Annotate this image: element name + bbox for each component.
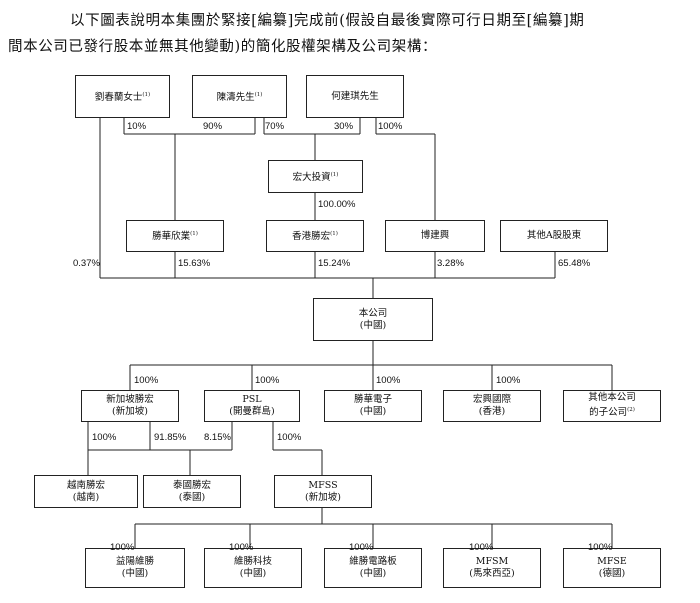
bojianxing-box: 博建興 — [385, 220, 485, 252]
th-shenghong-jurisdiction: (泰國) — [178, 491, 206, 503]
weisheng-pcb-box: 維勝電路板 (中國) — [324, 548, 422, 588]
mfsm-jurisdiction: (馬來西亞) — [469, 568, 515, 579]
pct-company-shenghua-elec: 100% — [376, 375, 401, 386]
vn-shenghong-name: 越南勝宏 — [66, 479, 105, 491]
owner-liu-name: 劉春蘭女士 — [94, 92, 143, 104]
th-shenghong-box: 泰國勝宏 (泰國) — [143, 475, 241, 508]
shenghua-name: 勝華欣業 — [152, 231, 191, 243]
pct-liu-shenghua: 10% — [127, 121, 147, 132]
other-a-name: 其他A股股東 — [526, 230, 582, 241]
bojianxing-name: 博建興 — [420, 230, 450, 241]
pct-he-hongda: 30% — [334, 121, 354, 132]
psl-jurisdiction: (開曼群島) — [229, 406, 275, 417]
mfsm-box: MFSM (馬來西亞) — [443, 548, 541, 588]
vn-shenghong-box: 越南勝宏 (越南) — [34, 475, 138, 508]
pct-mfss-yiyang: 100% — [110, 542, 135, 553]
pct-chen-hongda: 70% — [265, 121, 285, 132]
other-sub-box: 其他本公司 的子公司(2) — [563, 390, 661, 422]
hongxing-jurisdiction: (香港) — [478, 406, 506, 417]
hongda-note: (1) — [330, 171, 339, 178]
yiyang-box: 益陽維勝 (中國) — [85, 548, 185, 588]
pct-liu-company: 0.37% — [73, 258, 100, 269]
mfss-jurisdiction: (新加坡) — [305, 491, 341, 503]
intro-paragraph: 以下圖表說明本集團於緊接[編纂]完成前(假設自最後實際可行日期至[編纂]期 間本… — [8, 8, 690, 60]
shenghua-box: 勝華欣業(1) — [126, 220, 224, 252]
pct-shenghua-company: 15.63% — [178, 258, 211, 269]
other-a-box: 其他A股股東 — [500, 220, 608, 252]
sg-shenghong-jurisdiction: (新加坡) — [112, 406, 148, 417]
weisheng-pcb-jurisdiction: (中國) — [359, 568, 387, 579]
weisheng-pcb-name: 維勝電路板 — [349, 556, 397, 567]
owner-liu-box: 劉春蘭女士(1) — [75, 75, 170, 118]
other-sub-line1: 其他本公司 — [588, 392, 636, 404]
psl-box: PSL (開曼群島) — [204, 390, 300, 422]
pct-sg-th: 91.85% — [154, 432, 187, 443]
shenghua-elec-box: 勝華電子 (中國) — [324, 390, 422, 422]
pct-company-psl: 100% — [255, 375, 280, 386]
owner-liu-note: (1) — [142, 91, 151, 98]
owner-he-name: 何建琪先生 — [331, 90, 379, 102]
company-name: 本公司 — [358, 307, 388, 319]
hongxing-box: 宏興國際 (香港) — [443, 390, 541, 422]
pct-psl-mfss: 100% — [277, 432, 302, 443]
mfse-jurisdiction: (德國) — [598, 568, 626, 579]
weisheng-tech-name: 維勝科技 — [233, 556, 272, 567]
hk-shenghong-box: 香港勝宏(1) — [266, 220, 364, 252]
hongda-box: 宏大投資(1) — [268, 160, 363, 193]
intro-line-1: 以下圖表說明本集團於緊接[編纂]完成前(假設自最後實際可行日期至[編纂]期 — [70, 13, 585, 29]
vn-shenghong-jurisdiction: (越南) — [72, 491, 100, 503]
weisheng-tech-jurisdiction: (中國) — [239, 568, 267, 579]
pct-company-sg: 100% — [134, 375, 159, 386]
hongda-name: 宏大投資 — [292, 172, 331, 184]
mfse-box: MFSE (德國) — [563, 548, 661, 588]
owner-chen-name: 陳濤先生 — [216, 92, 255, 104]
owner-chen-box: 陳濤先生(1) — [192, 75, 287, 118]
pct-chen-shenghua: 90% — [203, 121, 223, 132]
hongxing-name: 宏興國際 — [472, 394, 511, 405]
mfsm-name: MFSM — [475, 556, 509, 567]
pct-other-a-company: 65.48% — [558, 258, 591, 269]
shenghua-elec-jurisdiction: (中國) — [359, 406, 387, 417]
pct-psl-th: 8.15% — [204, 432, 231, 443]
yiyang-name: 益陽維勝 — [115, 556, 154, 567]
pct-mfss-pcb: 100% — [349, 542, 374, 553]
owner-he-box: 何建琪先生 — [306, 75, 404, 118]
weisheng-tech-box: 維勝科技 (中國) — [204, 548, 302, 588]
shenghua-elec-name: 勝華電子 — [353, 394, 392, 405]
yiyang-jurisdiction: (中國) — [121, 568, 149, 579]
pct-hk-company: 15.24% — [318, 258, 351, 269]
mfss-name: MFSS — [308, 479, 338, 491]
pct-bojianxing-company: 3.28% — [437, 258, 464, 269]
owner-chen-note: (1) — [254, 91, 263, 98]
hk-shenghong-name: 香港勝宏 — [292, 231, 331, 243]
pct-company-hongxing: 100% — [496, 375, 521, 386]
psl-name: PSL — [242, 394, 262, 405]
pct-he-bojianxing: 100% — [378, 121, 403, 132]
pct-sg-vn: 100% — [92, 432, 117, 443]
company-jurisdiction: (中國) — [359, 319, 387, 331]
mfss-box: MFSS (新加坡) — [274, 475, 372, 508]
other-sub-note: (2) — [627, 407, 635, 414]
company-box: 本公司 (中國) — [313, 298, 433, 341]
other-sub-line2: 的子公司 — [589, 407, 628, 419]
shenghua-note: (1) — [190, 231, 198, 238]
pct-mfss-tech: 100% — [229, 542, 254, 553]
pct-mfss-mfsm: 100% — [469, 542, 494, 553]
pct-mfss-mfse: 100% — [588, 542, 613, 553]
mfse-name: MFSE — [597, 556, 627, 567]
sg-shenghong-name: 新加坡勝宏 — [106, 394, 154, 405]
pct-hongda-hk: 100.00% — [318, 199, 356, 210]
sg-shenghong-box: 新加坡勝宏 (新加坡) — [81, 390, 179, 422]
intro-line-2: 間本公司已發行股本並無其他變動)的簡化股權架構及公司架構： — [8, 39, 438, 55]
hk-shenghong-note: (1) — [330, 231, 338, 238]
th-shenghong-name: 泰國勝宏 — [172, 479, 211, 491]
